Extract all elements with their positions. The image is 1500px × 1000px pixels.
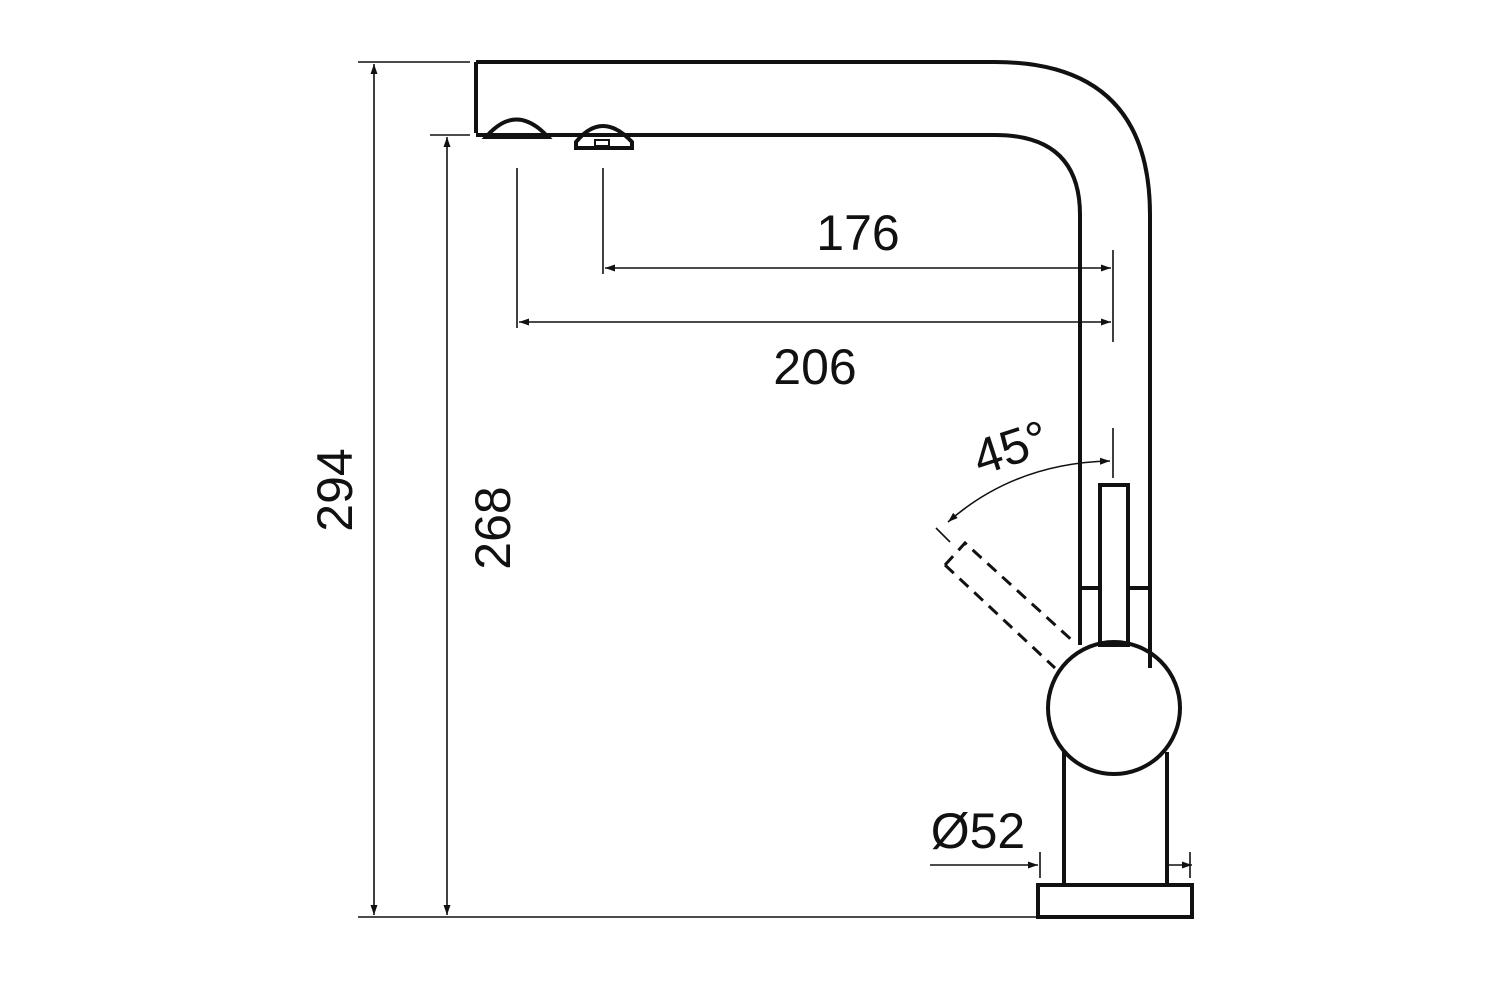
spray-head-inner — [574, 124, 634, 150]
lever — [943, 483, 1150, 670]
label-reach-outer: 206 — [773, 339, 856, 395]
label-reach-inner: 176 — [816, 205, 899, 261]
lever-rotated-outline-a — [943, 540, 1077, 645]
dim-arc-lever-angle — [947, 457, 1111, 523]
spout-inner-edge — [476, 133, 1082, 645]
spray-head-outer — [481, 117, 553, 139]
spout-outer-edge — [476, 60, 1152, 668]
diameter-dimension — [930, 852, 1192, 878]
spout-outline — [474, 60, 1152, 668]
faucet-body — [1036, 640, 1194, 919]
label-base-diameter: Ø52 — [931, 803, 1026, 859]
ext-line-lever-rotated — [935, 527, 951, 543]
label-lever-angle: 45° — [966, 410, 1055, 487]
nozzle-slot — [594, 139, 610, 147]
height-dimensions — [358, 61, 1040, 918]
base-plate — [1036, 883, 1194, 919]
body-column — [1062, 752, 1169, 885]
lever-handle — [1098, 483, 1130, 647]
label-spout-height: 268 — [465, 486, 521, 569]
lever-rotated-outline-b — [943, 563, 1057, 670]
label-overall-height: 294 — [307, 448, 363, 531]
reach-dimensions — [516, 168, 1114, 342]
angle-dimension — [935, 428, 1114, 543]
body-sphere — [1046, 640, 1182, 776]
